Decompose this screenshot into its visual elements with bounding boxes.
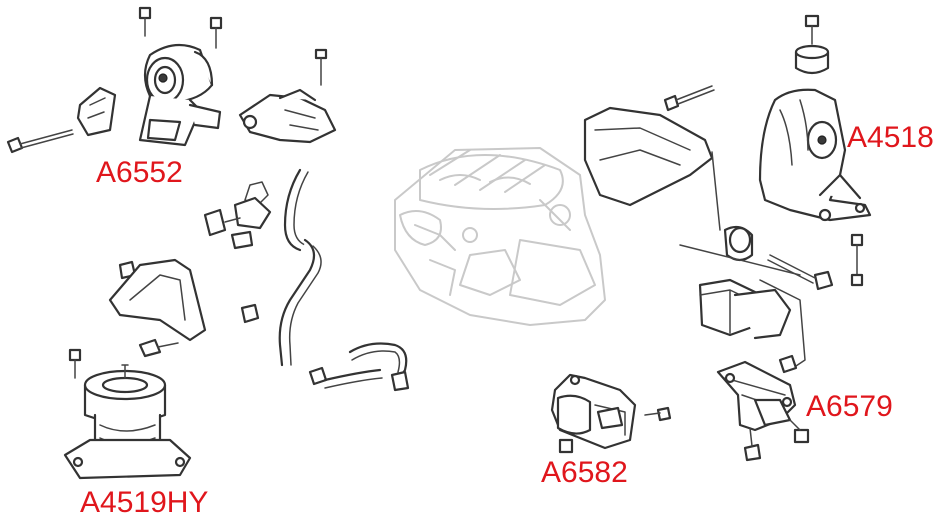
label-a4518: A4518 [847, 121, 934, 154]
hose-assembly-drawing [203, 168, 410, 392]
upper-bracket-drawing [238, 48, 337, 144]
label-a6582: A6582 [541, 456, 628, 489]
mount-a6582-drawing [550, 373, 672, 454]
label-a6552: A6552 [96, 156, 183, 189]
label-a4519hy: A4519HY [80, 486, 209, 519]
mount-a6579-drawing [716, 360, 810, 462]
mount-a4519hy-drawing [63, 348, 192, 480]
right-upper-bracket-drawing [583, 85, 864, 291]
engine-block-ghost [394, 147, 606, 326]
mount-a4518-drawing [758, 14, 872, 222]
lower-left-bracket-drawing [108, 258, 207, 358]
mount-a6552-drawing [6, 6, 223, 154]
label-a6579: A6579 [806, 390, 893, 423]
middle-right-block-drawing [698, 278, 806, 374]
